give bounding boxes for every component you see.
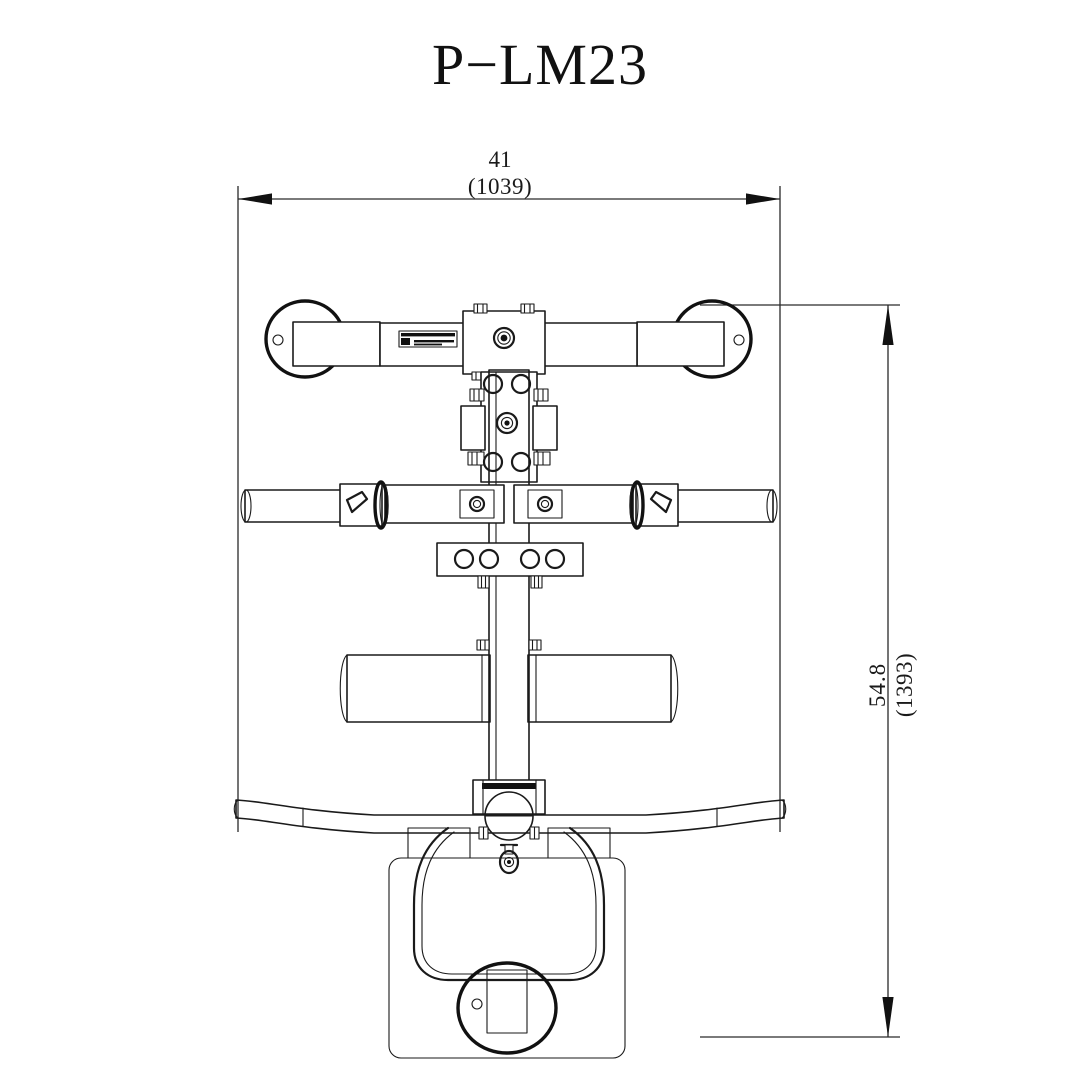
left-grip-tube [292,321,381,367]
right-lower-bolt [533,451,551,466]
width-dimension-primary: 41 [488,147,512,172]
seat-frame [407,826,611,982]
adjust-knob [498,843,520,875]
lower-column-joint [472,779,546,815]
thigh-pads [339,639,679,723]
footrest-bar [233,791,787,841]
seat-right-bolt [529,826,540,840]
right-upper-bolt [533,388,549,402]
right-side-plate [532,405,558,451]
right-grip-tube [636,321,725,367]
left-thigh-pad [339,654,491,723]
upper-pivot-bracket [460,371,558,483]
mid-plate-left-bolt [477,575,490,589]
base-platform [388,857,626,1059]
right-thigh-pad [527,654,679,723]
mid-handlebar [240,480,778,530]
width-arrow-left [238,193,272,205]
width-arrow-right [746,193,780,205]
left-pop-pin [339,480,389,530]
height-arrow-bottom [882,997,894,1037]
top-handlebar-assembly [264,299,753,381]
left-side-plate [460,405,486,451]
left-pad-bolt [476,639,490,651]
right-bar-bolt-plate [527,489,563,519]
seat-left-bolt [478,826,489,840]
left-upper-bolt [469,388,485,402]
product-decal [398,330,458,348]
right-pad-bolt [528,639,542,651]
width-dimension-label: 41 (1039) [330,146,670,200]
base-disc [456,961,558,1055]
mid-plate-right-bolt [530,575,543,589]
left-bar-bolt-plate [459,489,495,519]
dimension-framework [237,186,900,1038]
right-pop-pin [629,480,679,530]
page-title: P−LM23 [432,32,648,97]
height-arrow-top [882,305,894,345]
top-center-bracket [462,303,546,381]
width-dimension-metric: (1039) [467,174,533,200]
mid-plate-bracket [436,542,584,589]
left-lower-bolt [467,451,485,466]
